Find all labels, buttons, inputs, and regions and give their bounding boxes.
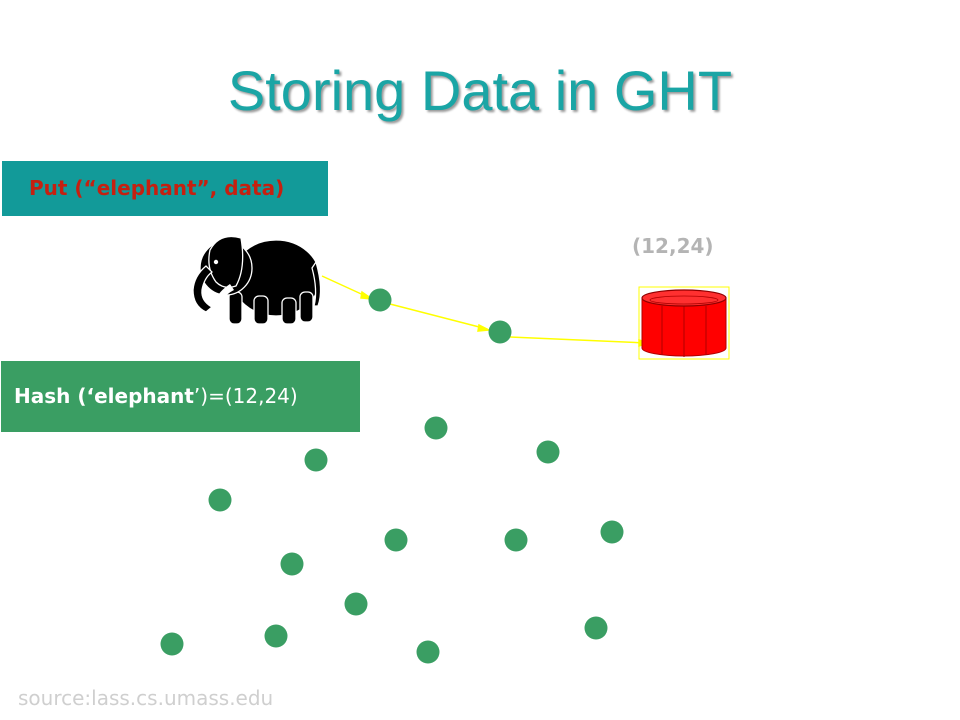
routing-path <box>321 275 652 348</box>
path-segment <box>509 336 647 344</box>
sensor-node <box>536 440 560 464</box>
sensor-node <box>344 592 368 616</box>
sensor-node <box>264 624 288 648</box>
slide-title: Storing Data in GHT <box>227 59 733 122</box>
sensor-node <box>384 528 408 552</box>
sensor-node <box>208 488 232 512</box>
sensor-node <box>600 520 624 544</box>
put-operation-box: Put (“elephant”, data) <box>2 161 328 216</box>
hash-prefix: Hash (‘ <box>14 384 95 408</box>
elephant-icon <box>192 235 322 325</box>
sensor-nodes <box>160 288 624 664</box>
hash-suffix: ’)=(12,24) <box>193 384 298 408</box>
sensor-node <box>160 632 184 656</box>
sensor-node <box>488 320 512 344</box>
sensor-node <box>280 552 304 576</box>
sensor-node <box>416 640 440 664</box>
sensor-node <box>424 416 448 440</box>
sensor-node <box>368 288 392 312</box>
source-credit: source:lass.cs.umass.edu <box>18 686 274 710</box>
sensor-node <box>584 616 608 640</box>
storage-cylinder-icon <box>638 286 730 360</box>
put-operation-label: Put (“elephant”, data) <box>29 176 285 200</box>
sensor-node <box>304 448 328 472</box>
hash-operation-box: Hash (‘elephant’)=(12,24) <box>1 361 360 432</box>
path-segment <box>389 303 488 330</box>
storage-coordinate-label: (12,24) <box>632 234 714 258</box>
hash-keyword: elephant <box>94 384 194 408</box>
path-arrowhead <box>477 323 492 332</box>
sensor-node <box>504 528 528 552</box>
